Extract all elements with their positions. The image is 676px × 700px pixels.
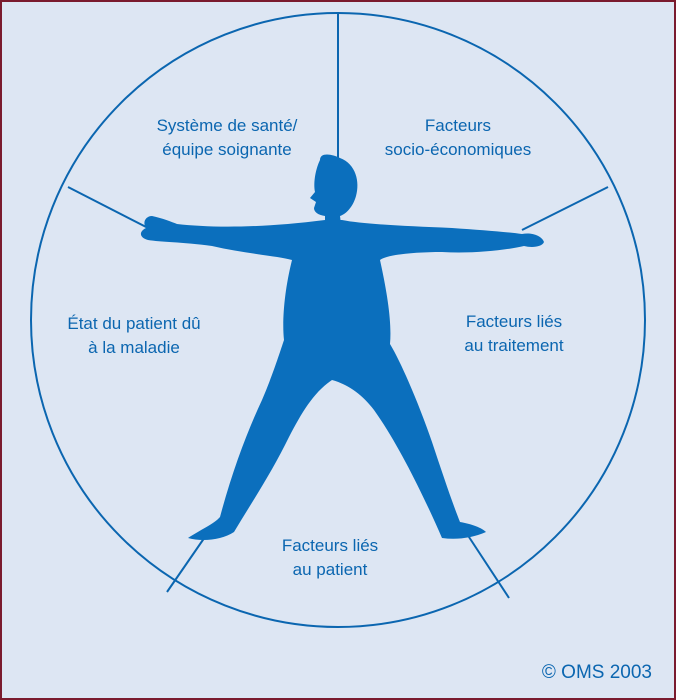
segment-label-patient: Facteurs liés au patient — [281, 536, 379, 579]
segment-label-traitement: Facteurs liés au traitement — [464, 312, 564, 355]
divider-left — [67, 186, 153, 231]
segment-label-etat: État du patient dû à la maladie — [67, 314, 201, 357]
divider-bottom-right — [466, 533, 510, 599]
divider-right — [521, 186, 609, 231]
segment-label-systeme: Système de santé/ équipe soignante — [156, 116, 298, 159]
human-figure-icon — [140, 154, 544, 540]
segment-dividers — [67, 13, 609, 599]
segment-label-socio: Facteurs socio-économiques — [384, 116, 532, 159]
copyright-credit: © OMS 2003 — [541, 662, 652, 683]
divider-bottom-left — [166, 533, 208, 593]
